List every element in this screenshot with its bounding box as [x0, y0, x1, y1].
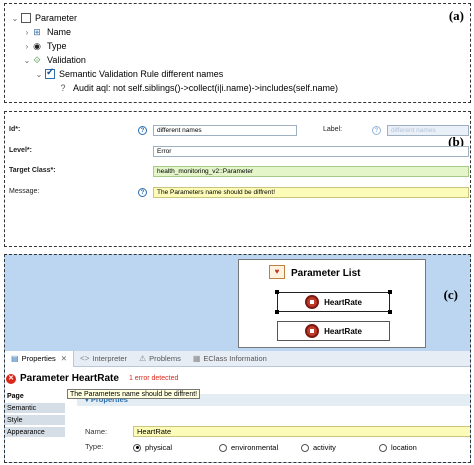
diagram-title: Parameter List — [291, 268, 361, 279]
node-label: HeartRate — [324, 297, 362, 307]
id-field[interactable]: different names — [153, 125, 297, 136]
tab-interpreter[interactable]: <> Interpreter — [80, 354, 127, 363]
checkbox-icon[interactable] — [21, 13, 31, 23]
properties-icon: ▤ — [11, 354, 19, 363]
diagram-canvas[interactable]: ♥ Parameter List HeartRate HeartRate — [238, 259, 426, 348]
tab-eclass-information[interactable]: ▦ EClass Information — [192, 354, 267, 363]
radio-location[interactable]: location — [379, 443, 417, 452]
target-class-field[interactable]: health_monitoring_v2::Parameter — [153, 166, 469, 177]
parameter-icon — [305, 295, 320, 309]
chevron-down-icon[interactable]: ▾ — [85, 395, 91, 404]
heart-monitor-icon: ♥ — [269, 265, 285, 279]
properties-view: ▤ Properties ✕ <> Interpreter ⚠ Problems… — [5, 350, 470, 462]
problems-icon: ⚠ — [139, 354, 147, 363]
resize-handle[interactable] — [388, 310, 392, 314]
resize-handle[interactable] — [275, 290, 279, 294]
properties-title: ✕ Parameter HeartRate 1 error detected — [5, 373, 178, 384]
tab-problems[interactable]: ⚠ Problems — [139, 354, 181, 363]
target-class-label: Target Class*: — [9, 167, 56, 174]
properties-title-text: Parameter HeartRate — [20, 373, 119, 384]
tree-label-rule: Semantic Validation Rule different names — [59, 69, 224, 79]
error-icon: ✕ — [6, 373, 16, 384]
panel-c-letter: (c) — [443, 287, 458, 302]
checked-checkbox-icon[interactable] — [45, 67, 55, 79]
panel-c-editor: (c) ♥ Parameter List HeartRate HeartRate… — [4, 254, 471, 463]
tree-label-validation: Validation — [47, 55, 86, 65]
label-field[interactable]: different names — [387, 125, 469, 136]
chevron-down-icon[interactable]: ⌄ — [35, 69, 43, 79]
error-tooltip: The Parameters name should be diffrent! — [67, 389, 201, 399]
eclass-icon: ▦ — [192, 354, 201, 363]
side-tab-semantic[interactable]: Semantic — [5, 403, 65, 414]
view-tab-strip: ▤ Properties ✕ <> Interpreter ⚠ Problems… — [5, 350, 470, 367]
resize-handle[interactable] — [275, 310, 279, 314]
radio-selected-icon[interactable] — [133, 443, 141, 452]
panel-b-form: (b) Id*: ? different names Label: ? diff… — [4, 111, 471, 247]
radio-activity[interactable]: activity — [301, 443, 336, 452]
tree-label-name: Name — [47, 27, 72, 37]
node-label: HeartRate — [324, 326, 362, 336]
tree-item-parameter[interactable]: ⌄ Parameter — [11, 12, 77, 24]
heartrate-node-selected[interactable]: HeartRate — [277, 292, 390, 312]
panel-a-letter: (a) — [448, 8, 464, 23]
chevron-right-icon[interactable]: › — [25, 27, 29, 37]
level-field[interactable]: Error — [153, 146, 469, 157]
type-label: Type: — [85, 442, 104, 451]
tab-properties[interactable]: ▤ Properties ✕ — [5, 350, 75, 367]
help-icon[interactable]: ? — [138, 188, 147, 197]
attribute-icon: ⊞ — [33, 26, 41, 37]
level-label: Level*: — [9, 147, 32, 154]
chevron-right-icon[interactable]: › — [25, 41, 29, 51]
tree-label-type: Type — [47, 41, 67, 51]
close-icon[interactable]: ✕ — [60, 354, 68, 363]
radio-icon[interactable] — [379, 443, 387, 452]
name-field[interactable]: HeartRate — [133, 426, 470, 437]
tree-item-type[interactable]: › ◉ Type — [23, 40, 67, 52]
tree-item-rule[interactable]: ⌄ Semantic Validation Rule different nam… — [35, 67, 224, 80]
radio-icon: ◉ — [33, 40, 41, 51]
chevron-down-icon[interactable]: ⌄ — [11, 13, 19, 23]
heartrate-node[interactable]: HeartRate — [277, 321, 390, 341]
parameter-icon — [305, 324, 320, 338]
radio-environmental[interactable]: environmental — [219, 443, 278, 452]
tree-item-audit[interactable]: ? Audit aql: not self.siblings()->collec… — [57, 82, 338, 94]
help-icon[interactable]: ? — [372, 126, 381, 135]
radio-icon[interactable] — [219, 443, 227, 452]
radio-icon[interactable] — [301, 443, 309, 452]
help-icon[interactable]: ? — [138, 126, 147, 135]
tree-label-audit: Audit aql: not self.siblings()->collect(… — [73, 83, 338, 93]
radio-physical[interactable]: physical — [133, 443, 172, 452]
question-icon: ? — [60, 83, 66, 93]
interpreter-icon: <> — [80, 354, 90, 363]
panel-b-letter: (b) — [448, 134, 464, 149]
side-tab-appearance[interactable]: Appearance — [5, 427, 65, 438]
id-label: Id*: — [9, 126, 21, 133]
panel-a-tree: (a) ⌄ Parameter › ⊞ Name › ◉ Type ⌄ ⟐ Va… — [4, 3, 471, 103]
side-tab-page[interactable]: Page — [5, 391, 65, 402]
error-count: 1 error detected — [128, 375, 179, 382]
validation-icon: ⟐ — [33, 54, 41, 65]
tree-item-validation[interactable]: ⌄ ⟐ Validation — [23, 54, 86, 66]
tree-label-parameter: Parameter — [35, 13, 78, 23]
name-label: Name: — [85, 427, 108, 436]
tree-item-name[interactable]: › ⊞ Name — [23, 26, 71, 38]
side-tab-style[interactable]: Style — [5, 415, 65, 426]
message-label: Message: — [9, 188, 40, 195]
message-field[interactable]: The Parameters name should be diffrent! — [153, 187, 469, 198]
label-label: Label: — [323, 126, 343, 133]
chevron-down-icon[interactable]: ⌄ — [23, 55, 31, 65]
resize-handle[interactable] — [388, 290, 392, 294]
